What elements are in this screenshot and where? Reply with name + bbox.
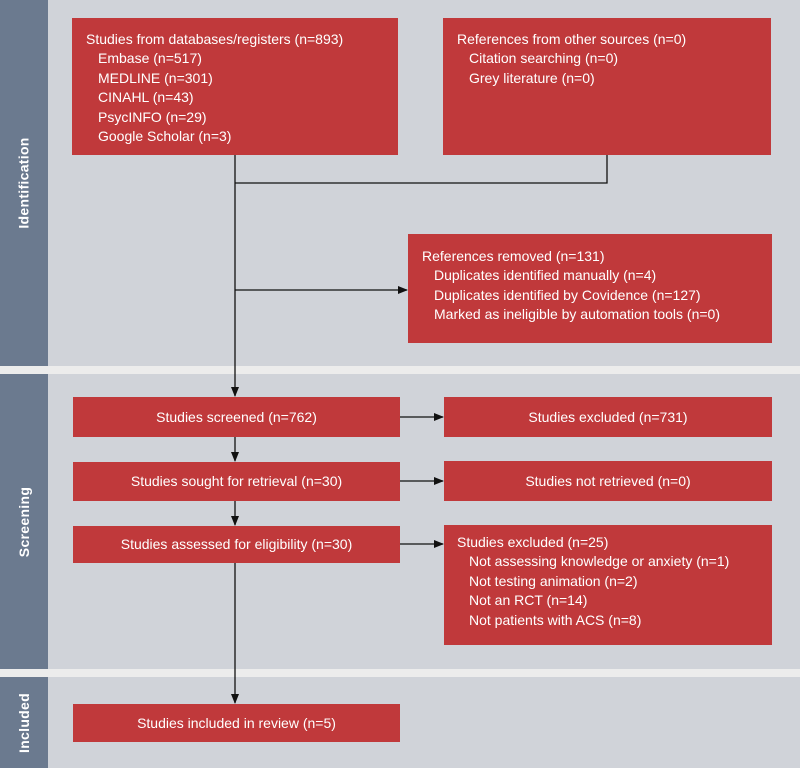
screened-box: Studies screened (n=762) [73, 397, 400, 437]
screening-label: Screening [0, 374, 48, 669]
screened-label: Studies screened (n=762) [156, 408, 317, 425]
included-label: Included [0, 677, 48, 768]
assessed-label: Studies assessed for eligibility (n=30) [120, 536, 353, 552]
removed-box: References removed (n=131) Duplicates id… [408, 234, 772, 343]
database-item: CINAHL (n=43) [98, 89, 194, 105]
included-box-label: Studies included in review (n=5) [137, 714, 336, 731]
database-item: MEDLINE (n=301) [98, 69, 213, 86]
database-item: Google Scholar (n=3) [98, 128, 232, 144]
exclusion-reason-item: Not an RCT (n=14) [469, 592, 588, 608]
excluded-screen-label: Studies excluded (n=731) [528, 408, 688, 425]
database-item: PsycINFO (n=29) [98, 108, 207, 125]
removed-item: Duplicates identified manually (n=4) [434, 267, 657, 283]
removed-title: References removed (n=131) [422, 248, 605, 264]
removed-item: Marked as ineligible by automation tools… [434, 306, 720, 322]
assessed-box: Studies assessed for eligibility (n=30) [73, 526, 400, 563]
excluded-eligibility-title: Studies excluded (n=25) [457, 534, 609, 550]
other-source-item: Citation searching (n=0) [469, 50, 619, 66]
included-box: Studies included in review (n=5) [73, 704, 400, 742]
not-retrieved-box: Studies not retrieved (n=0) [444, 461, 772, 501]
exclusion-reason-item: Not testing animation (n=2) [469, 572, 638, 589]
excluded-screen-box: Studies excluded (n=731) [444, 397, 772, 437]
other-source-item: Grey literature (n=0) [469, 69, 595, 86]
exclusion-reason-item: Not assessing knowledge or anxiety (n=1) [469, 553, 730, 569]
not-retrieved-label: Studies not retrieved (n=0) [525, 472, 691, 489]
other-sources-box: References from other sources (n=0) Cita… [443, 18, 771, 155]
databases-box: Studies from databases/registers (n=893)… [72, 18, 398, 155]
sought-label: Studies sought for retrieval (n=30) [130, 473, 343, 489]
sought-box: Studies sought for retrieval (n=30) [73, 462, 400, 501]
database-item: Embase (n=517) [98, 50, 202, 66]
excluded-eligibility-box: Studies excluded (n=25) Not assessing kn… [444, 525, 772, 645]
other-sources-title: References from other sources (n=0) [457, 31, 687, 47]
identification-label: Identification [0, 0, 48, 366]
databases-title: Studies from databases/registers (n=893) [86, 31, 344, 47]
removed-item: Duplicates identified by Covidence (n=12… [434, 286, 701, 303]
exclusion-reason-item: Not patients with ACS (n=8) [469, 611, 642, 628]
